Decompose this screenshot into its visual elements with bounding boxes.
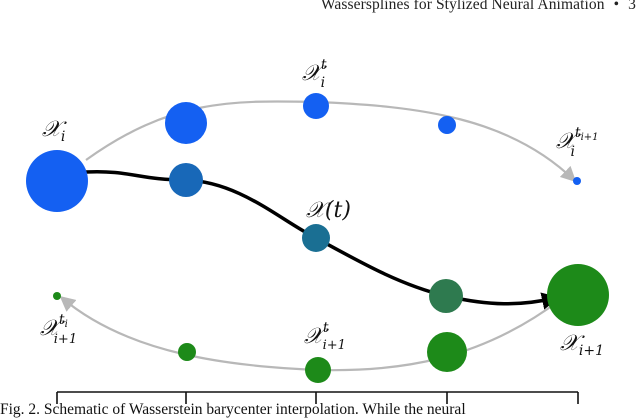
running-title: Wassersplines for Stylized Neural Animat… (320, 0, 605, 13)
dist-x-i-t-end (573, 177, 581, 185)
label-x-t: 𝒳(t) (306, 198, 351, 223)
dist-x-next (547, 264, 609, 326)
upper-gray-arrow (85, 100, 577, 183)
dist-x-next-t-1 (427, 332, 467, 372)
figure-caption: Fig. 2. Schematic of Wasserstein barycen… (0, 401, 466, 418)
dist-x-i-t-3 (438, 116, 456, 134)
barycenter-3 (429, 279, 463, 313)
header-separator: • (613, 0, 620, 13)
dist-x-next-t-3 (178, 343, 196, 361)
barycenter-1 (169, 163, 203, 197)
label-x-next: 𝒳i+1 (560, 331, 604, 359)
running-header: Wassersplines for Stylized Neural Animat… (321, 0, 636, 14)
barycenter-2 (302, 224, 330, 252)
dist-x-i-t-1 (165, 102, 207, 144)
dist-x-next-t-end (53, 292, 61, 300)
dist-x-i (26, 150, 88, 212)
label-x-i: 𝒳i (42, 117, 67, 145)
page-number: 3 (628, 0, 636, 13)
dist-x-next-t-2 (305, 357, 331, 383)
dist-x-i-t-2 (303, 93, 329, 119)
